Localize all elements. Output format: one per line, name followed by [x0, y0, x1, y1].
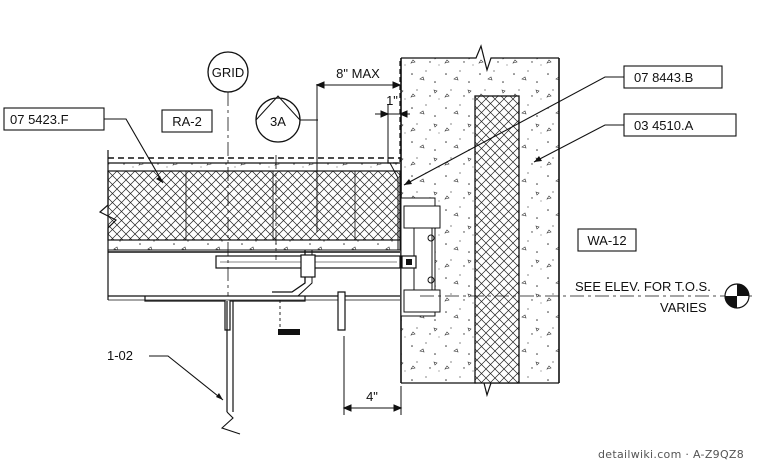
wall-anchor — [400, 197, 441, 317]
dimension-8-max: 8" MAX — [315, 66, 402, 232]
elevation-note-line1: SEE ELEV. FOR T.O.S. — [575, 279, 711, 294]
tag-concrete: 03 4510.A — [533, 113, 737, 163]
tag-flashing-label: 07 8443.B — [634, 70, 693, 85]
flashing — [387, 58, 401, 250]
tag-concrete-label: 03 4510.A — [634, 118, 694, 133]
tag-roof-assembly: 07 5423.F — [3, 107, 164, 184]
watermark: detailwiki.com · A-Z9QZ8 — [598, 448, 744, 461]
tag-roof-type-label: RA-2 — [172, 114, 202, 129]
grid-bubble-label: GRID — [212, 65, 245, 80]
dimension-8-max-label: 8" MAX — [336, 66, 380, 81]
elevation-note-line2: VARIES — [660, 300, 707, 315]
grid-centerline — [227, 92, 752, 297]
dimension-4-inch: 4" — [342, 336, 403, 415]
grid-bubble: GRID — [207, 51, 249, 93]
tag-roof-type: RA-2 — [161, 109, 213, 133]
tag-wall-type-label: WA-12 — [587, 233, 626, 248]
tag-wall-type: WA-12 — [577, 228, 637, 252]
steel-members — [108, 250, 401, 435]
tag-steel: 1-02 — [107, 348, 224, 401]
tag-flashing: 07 8443.B — [403, 65, 723, 186]
section-bubble-label: 3A — [270, 114, 286, 129]
roof-assembly — [98, 150, 401, 300]
dimension-4-label: 4" — [366, 389, 378, 404]
tag-steel-label: 1-02 — [107, 348, 133, 363]
dimension-1-label: 1" — [386, 93, 398, 108]
elevation-note: SEE ELEV. FOR T.O.S. VARIES — [575, 279, 711, 315]
dimension-1-inch: 1" — [375, 93, 410, 160]
wall-insulation-core — [474, 95, 520, 384]
section-bubble: 3A — [255, 95, 318, 143]
tag-roof-assembly-label: 07 5423.F — [10, 112, 69, 127]
elevation-target-icon — [724, 283, 750, 309]
